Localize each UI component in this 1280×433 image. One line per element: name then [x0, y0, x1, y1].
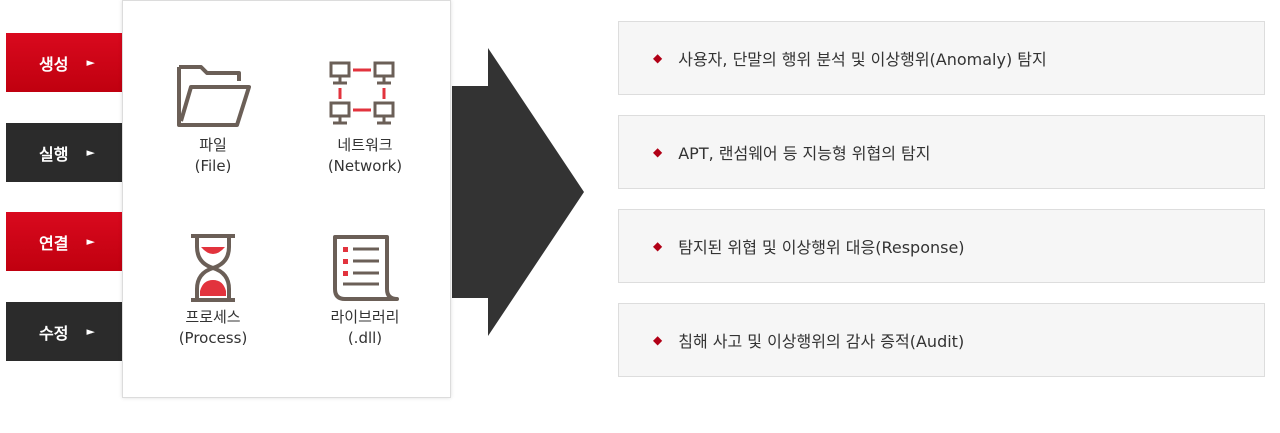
triangle-right-icon: ► — [86, 325, 95, 338]
tab-execute[interactable]: 실행 ► — [6, 123, 124, 182]
tab-create[interactable]: 생성 ► — [6, 33, 124, 92]
target-sublabel: (File) — [194, 157, 232, 175]
diamond-bullet-icon: ◆ — [653, 51, 663, 65]
target-process: 프로세스 (Process) — [143, 233, 283, 349]
tab-label: 생성 — [39, 54, 69, 74]
feature-text: 탐지된 위협 및 이상행위 대응(Response) — [678, 238, 965, 257]
diamond-bullet-icon: ◆ — [653, 239, 663, 253]
target-sublabel: (.dll) — [347, 329, 383, 347]
feature-item: ◆ 탐지된 위협 및 이상행위 대응(Response) — [618, 209, 1265, 283]
flow-arrow-icon — [452, 48, 584, 336]
feature-text: APT, 랜섬웨어 등 지능형 위협의 탐지 — [678, 144, 931, 163]
feature-item: ◆ 침해 사고 및 이상행위의 감사 증적(Audit) — [618, 303, 1265, 377]
target-label: 라이브러리 — [330, 308, 400, 326]
feature-text: 침해 사고 및 이상행위의 감사 증적(Audit) — [678, 332, 965, 351]
tab-modify[interactable]: 수정 ► — [6, 302, 124, 361]
target-label: 프로세스 — [185, 308, 241, 326]
target-label: 파일 — [199, 136, 227, 154]
feature-item: ◆ 사용자, 단말의 행위 분석 및 이상행위(Anomaly) 탐지 — [618, 21, 1265, 95]
hourglass-icon — [191, 234, 235, 302]
diamond-bullet-icon: ◆ — [653, 333, 663, 347]
tab-label: 연결 — [39, 233, 69, 253]
target-file: 파일 (File) — [143, 61, 283, 177]
diamond-bullet-icon: ◆ — [653, 145, 663, 159]
triangle-right-icon: ► — [86, 56, 95, 69]
feature-text: 사용자, 단말의 행위 분석 및 이상행위(Anomaly) 탐지 — [678, 50, 1047, 69]
target-library: 라이브러리 (.dll) — [295, 233, 435, 349]
feature-item: ◆ APT, 랜섬웨어 등 지능형 위협의 탐지 — [618, 115, 1265, 189]
document-list-icon — [333, 235, 399, 301]
target-label: 네트워크 — [337, 136, 393, 154]
target-sublabel: (Network) — [327, 157, 403, 175]
triangle-right-icon: ► — [86, 235, 95, 248]
target-network: 네트워크 (Network) — [295, 61, 435, 177]
target-sublabel: (Process) — [178, 329, 248, 347]
folder-icon — [177, 65, 251, 127]
tab-label: 수정 — [39, 323, 69, 343]
network-icon — [329, 61, 395, 125]
target-card: 파일 (File) 네트워크 (Network) — [122, 0, 451, 398]
tab-connect[interactable]: 연결 ► — [6, 212, 124, 271]
tab-label: 실행 — [39, 144, 69, 164]
triangle-right-icon: ► — [86, 146, 95, 159]
